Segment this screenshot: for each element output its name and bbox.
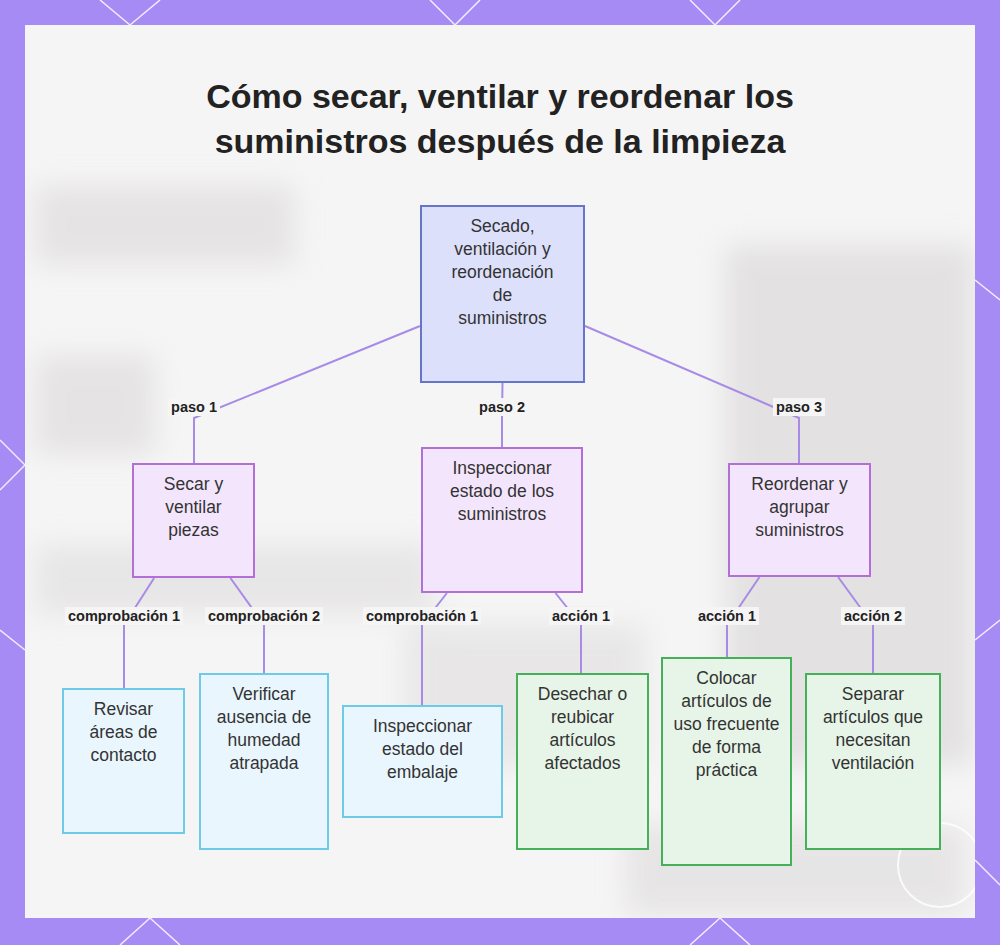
edge-label: comprobación 1 [363,607,481,625]
edge-label: comprobación 1 [65,607,183,625]
node-text: Separar artículos que necesitan ventilac… [815,683,931,775]
connector-line [555,593,581,673]
node-text: Secado, ventilación y reordenación de su… [448,215,557,330]
node-text: Secar y ventilar piezas [142,473,245,542]
node-text: Verificar ausencia de humedad atrapada [209,683,319,775]
check-box: Verificar ausencia de humedad atrapada [199,673,329,850]
step-box: Reordenar y agrupar suministros [728,463,871,577]
edge-label: acción 2 [841,607,905,625]
edge-label: paso 3 [773,398,825,416]
connector-line [124,578,154,688]
connector-line [838,577,873,673]
check-box: Inspeccionar estado del embalaje [342,705,503,818]
action-box: Colocar artículos de uso frecuente de fo… [661,657,792,866]
diagram-title: Cómo secar, ventilar y reordenar los sum… [180,74,820,164]
edge-label: comprobación 2 [205,607,323,625]
connector-line [194,326,420,463]
step-box: Inspeccionar estado de los suministros [421,447,583,593]
node-text: Reordenar y agrupar suministros [738,473,861,542]
node-text: Inspeccionar estado de los suministros [431,457,573,526]
action-box: Separar artículos que necesitan ventilac… [805,673,941,850]
connector-line [585,326,799,463]
step-box: Secar y ventilar piezas [132,463,255,578]
node-text: Colocar artículos de uso frecuente de fo… [671,667,782,782]
root-box: Secado, ventilación y reordenación de su… [420,205,585,383]
edge-label: acción 1 [549,607,613,625]
check-box: Revisar áreas de contacto [62,688,185,834]
node-text: Revisar áreas de contacto [72,698,175,767]
edge-label: paso 2 [476,398,528,416]
edge-label: paso 1 [168,398,220,416]
action-box: Desechar o reubicar artículos afectados [516,673,649,850]
edge-label: acción 1 [695,607,759,625]
node-text: Desechar o reubicar artículos afectados [526,683,639,775]
connector-line [230,578,264,673]
node-text: Inspeccionar estado del embalaje [352,715,493,784]
